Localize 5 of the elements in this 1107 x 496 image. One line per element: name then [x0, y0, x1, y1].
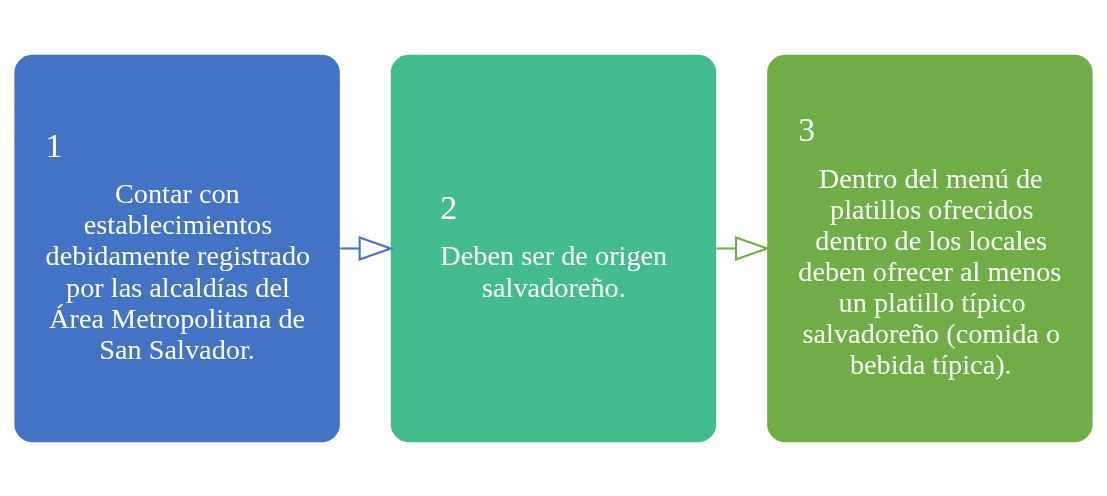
arrow: [716, 235, 771, 261]
node-box: 3 Dentro del menú de platillos ofrecidos dentro de los locales deben ofrecer al menos un platillo típico salvadoreño (comida o bebida típica).: [767, 54, 1093, 442]
arrow: [340, 235, 394, 261]
node-box: 1 Contar con establecimientos debidamente registrado por las alcaldías del Área Metropolitana de San Salvador.: [14, 54, 340, 442]
node-box: 2 Deben ser de origen salvadoreño.: [390, 54, 717, 442]
